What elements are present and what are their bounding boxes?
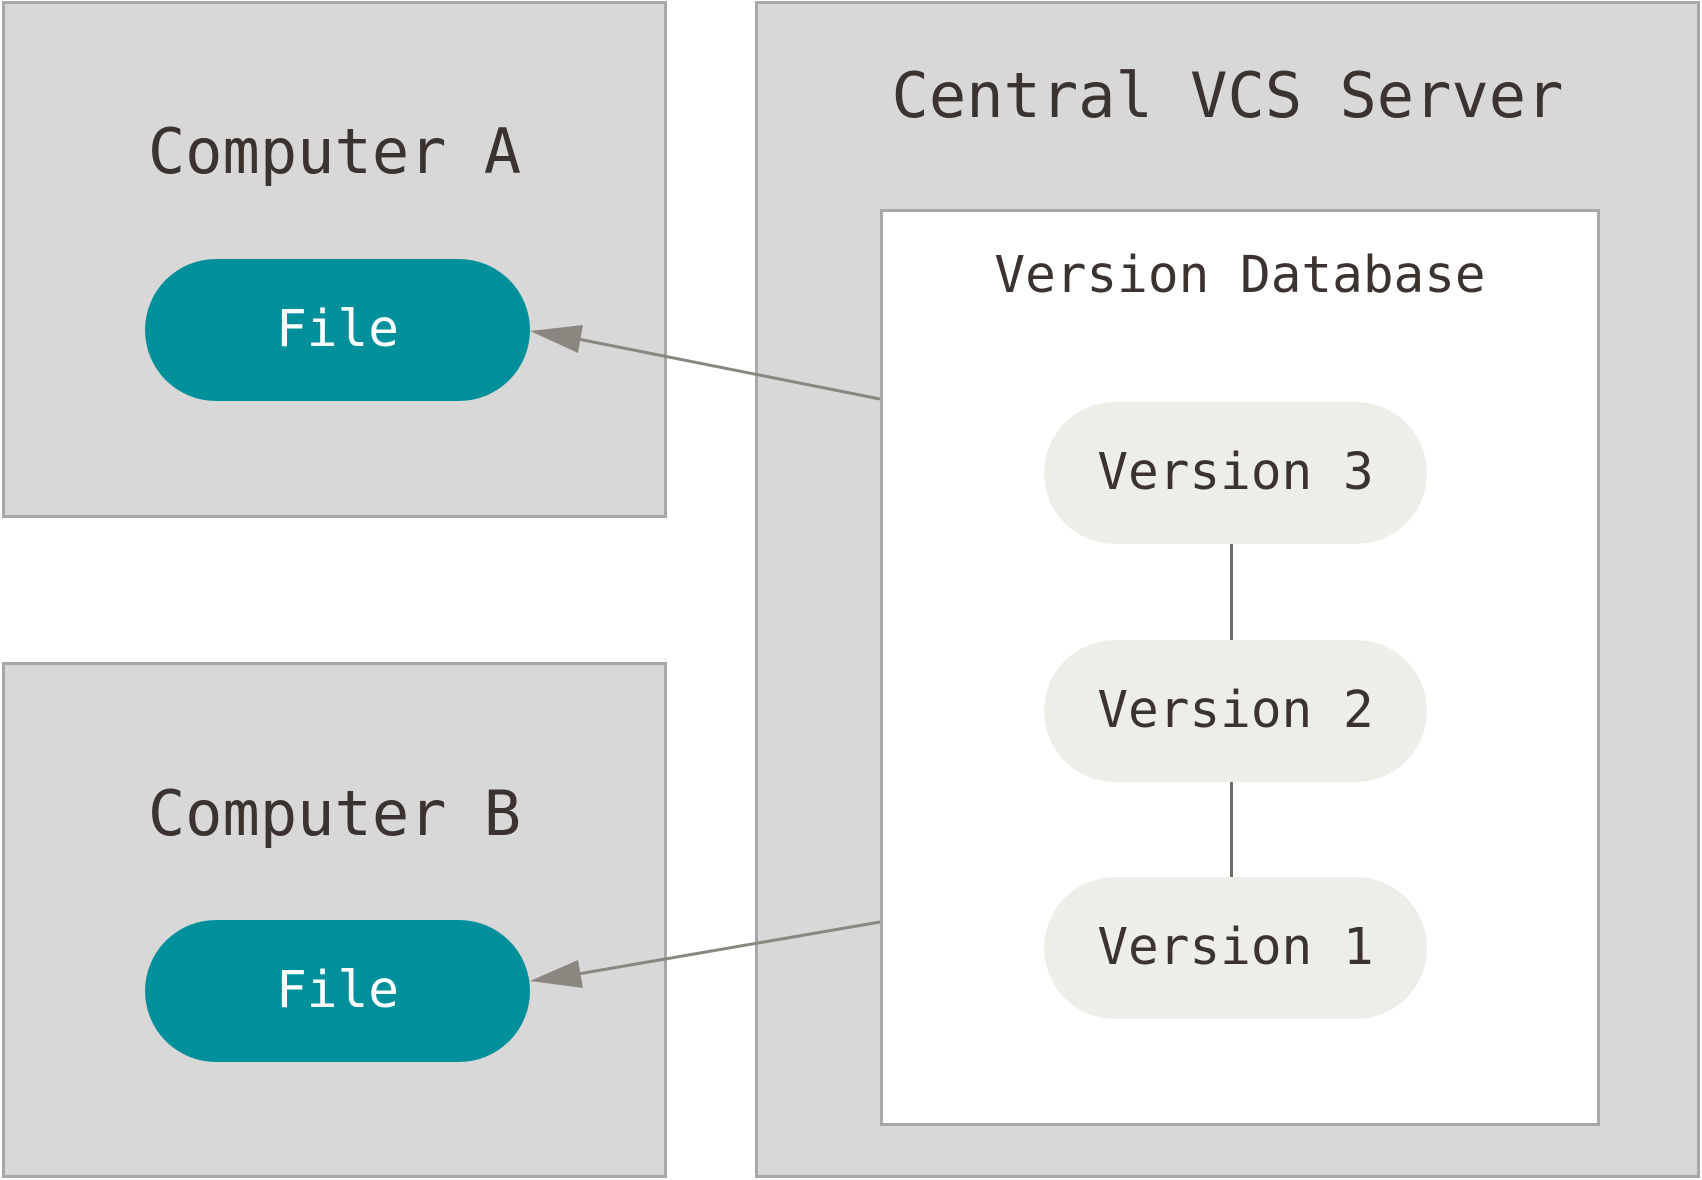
version-2-node: Version 2 xyxy=(1044,640,1427,782)
arrow-b-shaft xyxy=(577,920,881,976)
computer-a-file-node: File xyxy=(145,259,530,401)
arrow-a-head-icon xyxy=(530,325,583,353)
arrow-a-shaft xyxy=(577,337,881,401)
computer-b-title: Computer B xyxy=(147,777,522,850)
computer-b-file-node: File xyxy=(145,920,530,1062)
version-3-node: Version 3 xyxy=(1044,402,1427,544)
arrow-to-computer-a xyxy=(530,325,881,401)
version-2-to-1-connector xyxy=(1230,782,1233,877)
version-database-title: Version Database xyxy=(994,246,1486,305)
server-title: Central VCS Server xyxy=(891,59,1564,132)
version-1-node: Version 1 xyxy=(1044,877,1427,1019)
arrow-to-computer-b xyxy=(530,920,881,988)
version-3-to-2-connector xyxy=(1230,544,1233,640)
arrow-b-head-icon xyxy=(530,960,583,988)
computer-a-title: Computer A xyxy=(147,115,522,188)
